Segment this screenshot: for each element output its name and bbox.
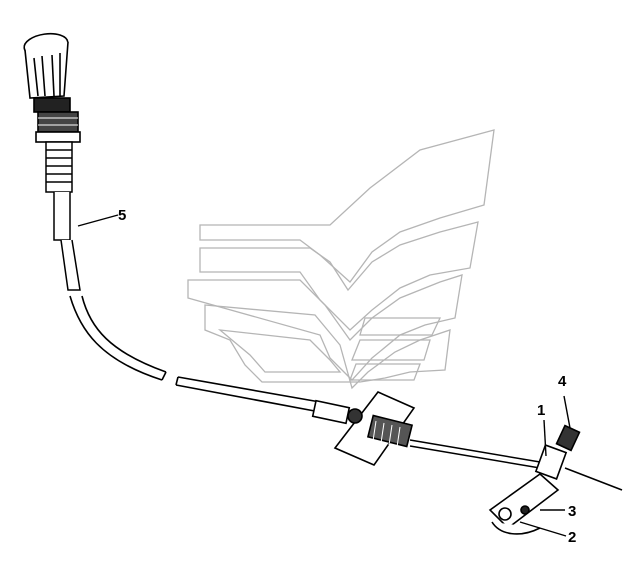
callout-label-3: 3: [568, 503, 576, 520]
mounting-bracket: [333, 391, 416, 466]
threaded-sleeve: [45, 141, 81, 291]
watermark-logo: [187, 129, 495, 390]
flexible-cable: [69, 295, 351, 425]
linkage-clamp: [488, 424, 581, 535]
leader-lines: [77, 214, 571, 537]
callout-label-4: 4: [558, 373, 567, 390]
callout-label-2: 2: [568, 529, 576, 546]
inner-wire: [409, 439, 623, 491]
callout-label-5: 5: [118, 207, 126, 224]
callout-label-1: 1: [537, 402, 545, 419]
control-knob: [23, 32, 81, 143]
